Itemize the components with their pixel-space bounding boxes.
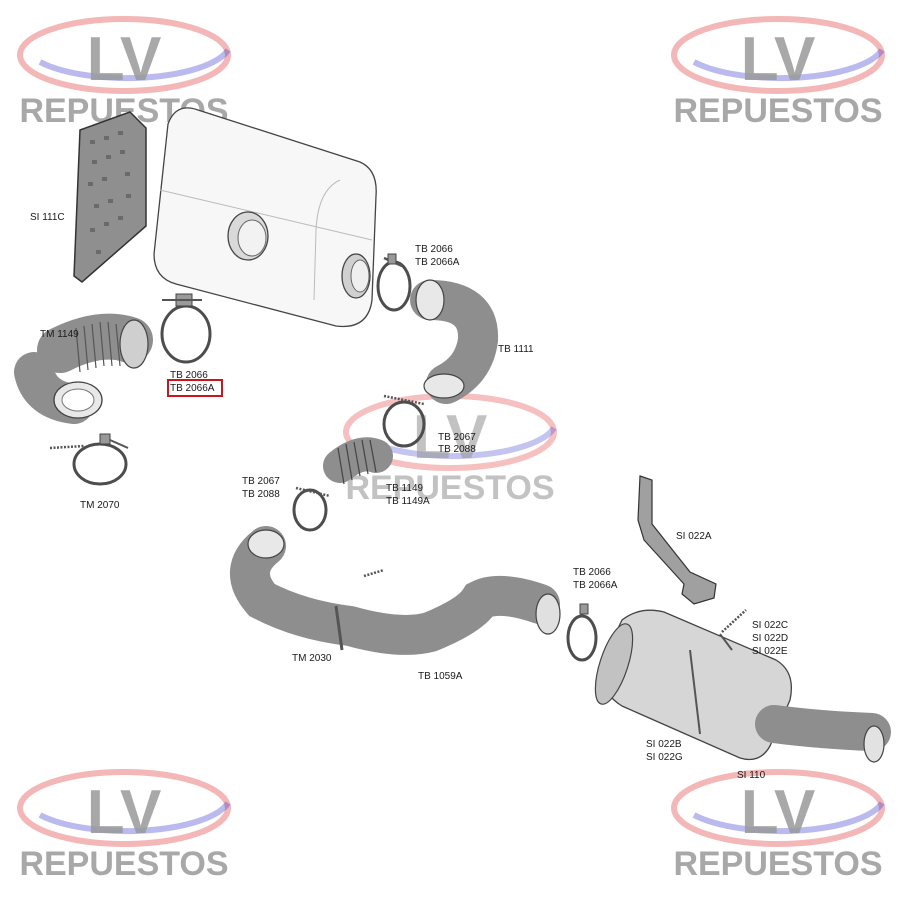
- label-tm2030: TM 2030: [292, 653, 332, 664]
- label-tb2067-r-a: TB 2067: [438, 432, 476, 443]
- label-tb2067-l-a: TB 2067: [242, 476, 280, 487]
- label-tb2066-low-a: TB 2066: [573, 567, 611, 578]
- label-tb2066-left-b: TB 2066A: [170, 383, 215, 394]
- clamp-tm2070: [49, 433, 129, 486]
- main-muffler: [153, 107, 377, 328]
- label-tm1149: TM 1149: [40, 329, 79, 340]
- watermark-logo: LV: [413, 403, 488, 472]
- watermark-bottom-right: LV REPUESTOS: [671, 769, 885, 883]
- heat-shield-plate: [73, 111, 147, 283]
- watermark-brand: REPUESTOS: [673, 92, 882, 130]
- highlight-box: [167, 379, 223, 397]
- bracket-si022a: [637, 475, 717, 605]
- watermark-logo: LV: [87, 25, 162, 94]
- label-si022e: SI 022E: [752, 646, 788, 657]
- part-labels: SI 111C TM 1149 TB 2066 TB 2066A TM 2070…: [30, 212, 788, 781]
- clamp-tb2067-right: [382, 394, 426, 448]
- label-tb2066-low-b: TB 2066A: [573, 580, 618, 591]
- label-si022g: SI 022G: [646, 752, 683, 763]
- watermark-top-right: LV REPUESTOS: [671, 16, 885, 130]
- label-tb2066-left-a: TB 2066: [170, 370, 208, 381]
- label-tb2067-l-b: TB 2088: [242, 489, 280, 500]
- label-si022b: SI 022B: [646, 739, 682, 750]
- label-si111c: SI 111C: [30, 212, 65, 223]
- clamp-tb2066-top: [376, 253, 412, 312]
- elbow-pipe-tb1111: [410, 279, 498, 404]
- clamp-tb2066-left: [160, 293, 212, 364]
- watermark-logo: LV: [741, 25, 816, 94]
- rear-muffler-si110: [594, 609, 891, 763]
- watermark-top-left: LV REPUESTOS: [17, 16, 231, 130]
- clamp-tb2067-left: [292, 486, 331, 532]
- label-tb1149-b: TB 1149A: [386, 496, 430, 507]
- label-tm2070: TM 2070: [80, 500, 120, 511]
- s-pipe-tb1059a: [230, 526, 561, 655]
- watermark-logo: LV: [87, 778, 162, 847]
- clamp-tb2066-lower: [566, 603, 598, 662]
- label-si022d: SI 022D: [752, 633, 788, 644]
- label-si022c: SI 022C: [752, 620, 788, 631]
- watermark-brand: REPUESTOS: [673, 845, 882, 883]
- label-tb1059a: TB 1059A: [418, 671, 463, 682]
- label-tb2066-top-b: TB 2066A: [415, 257, 460, 268]
- flex-section-tb1149: [323, 437, 393, 485]
- label-tb1111: TB 1111: [498, 344, 534, 355]
- flex-inlet-tm1149: [14, 313, 153, 424]
- watermark-logo: LV: [741, 778, 816, 847]
- watermark-bottom-left: LV REPUESTOS: [17, 769, 231, 883]
- label-tb1149-a: TB 1149: [386, 483, 423, 494]
- watermark-brand: REPUESTOS: [345, 469, 554, 507]
- label-si110: SI 110: [737, 770, 766, 781]
- label-si022a: SI 022A: [676, 531, 712, 542]
- label-tb2067-r-b: TB 2088: [438, 444, 476, 455]
- label-tb2066-top-a: TB 2066: [415, 244, 453, 255]
- watermark-brand: REPUESTOS: [19, 845, 228, 883]
